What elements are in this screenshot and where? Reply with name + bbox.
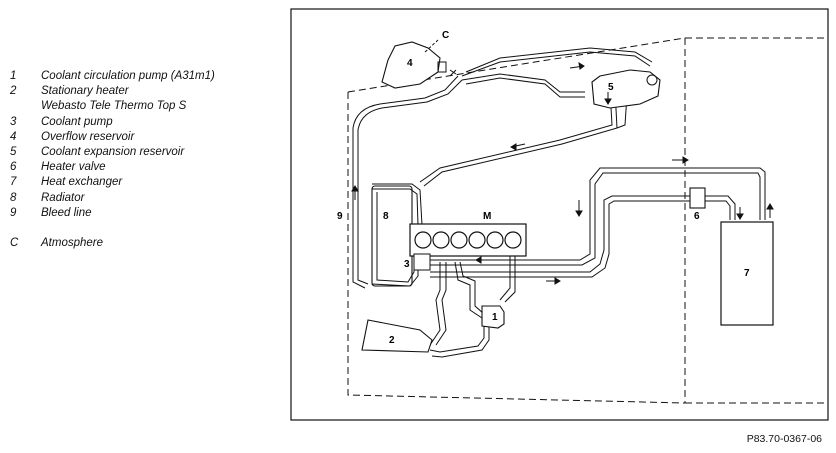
flow-arrows bbox=[351, 62, 774, 285]
legend-text: Heater valve bbox=[41, 161, 106, 174]
legend-item: 5 Coolant expansion reservoir bbox=[10, 145, 215, 160]
legend-text: Atmosphere bbox=[41, 236, 104, 249]
label-engine: M bbox=[483, 211, 491, 222]
legend-text: Overflow reservoir bbox=[41, 130, 135, 143]
legend-item: 2 Stationary heater bbox=[10, 84, 215, 99]
legend-number: 6 bbox=[10, 161, 17, 174]
label-circulation-pump: 1 bbox=[492, 312, 498, 323]
coolant-pipes bbox=[352, 47, 766, 358]
legend-item: Webasto Tele Thermo Top S bbox=[10, 99, 215, 114]
legend-item: 3 Coolant pump bbox=[10, 115, 215, 130]
label-overflow-reservoir: 4 bbox=[407, 58, 413, 69]
legend-text: Stationary heater bbox=[41, 85, 129, 98]
legend-number: 4 bbox=[10, 130, 17, 143]
label-expansion-reservoir: 5 bbox=[608, 82, 614, 93]
atmosphere-arrow bbox=[424, 39, 439, 53]
heater-valve bbox=[689, 187, 706, 209]
legend-number: 9 bbox=[10, 206, 17, 219]
legend-text: Heat exchanger bbox=[41, 176, 123, 189]
legend-number: 3 bbox=[10, 115, 17, 128]
legend-text: Coolant expansion reservoir bbox=[41, 145, 185, 158]
legend: 1 Coolant circulation pump (A31m1) 2 Stati… bbox=[10, 69, 215, 251]
label-heat-exchanger: 7 bbox=[744, 268, 750, 279]
legend-number: C bbox=[10, 236, 19, 249]
coolant-pump bbox=[413, 253, 431, 271]
legend-number: 7 bbox=[10, 176, 17, 189]
radiator bbox=[371, 185, 413, 287]
reservoir-cap-icon bbox=[646, 74, 658, 86]
diagram-frame bbox=[290, 8, 829, 421]
legend-item: 4 Overflow reservoir bbox=[10, 130, 215, 145]
legend-item: 6 Heater valve bbox=[10, 160, 215, 175]
legend-text: Radiator bbox=[41, 191, 85, 204]
legend-text: Bleed line bbox=[41, 206, 92, 219]
label-heater-valve: 6 bbox=[694, 211, 700, 222]
legend-text: Webasto Tele Thermo Top S bbox=[41, 100, 187, 113]
label-bleed-line: 9 bbox=[337, 211, 343, 222]
legend-item: 7 Heat exchanger bbox=[10, 175, 215, 190]
legend-number: 5 bbox=[10, 145, 17, 158]
engine-cylinders bbox=[414, 231, 522, 249]
legend-item: 1 Coolant circulation pump (A31m1) bbox=[10, 69, 215, 84]
label-atmosphere: C bbox=[442, 30, 449, 41]
coolant-circulation-pump bbox=[481, 305, 505, 329]
legend-number: 1 bbox=[10, 70, 17, 82]
label-stationary-heater: 2 bbox=[389, 335, 395, 346]
legend-item: 8 Radiator bbox=[10, 191, 215, 206]
stationary-heater bbox=[361, 319, 433, 353]
heat-exchanger bbox=[720, 221, 774, 326]
legend-item: 9 Bleed line bbox=[10, 206, 215, 221]
label-radiator: 8 bbox=[383, 211, 389, 222]
figure-reference: P83.70-0367-06 bbox=[746, 433, 822, 445]
reservoir-cap-icon bbox=[437, 61, 457, 77]
legend-item-atmosphere: C Atmosphere bbox=[10, 236, 215, 251]
legend-text: Coolant pump bbox=[41, 115, 113, 128]
legend-text: Coolant circulation pump (A31m1) bbox=[41, 70, 215, 82]
legend-number: 8 bbox=[10, 191, 17, 204]
legend-number: 2 bbox=[10, 85, 17, 98]
label-coolant-pump: 3 bbox=[404, 259, 410, 270]
overflow-reservoir bbox=[381, 41, 441, 89]
